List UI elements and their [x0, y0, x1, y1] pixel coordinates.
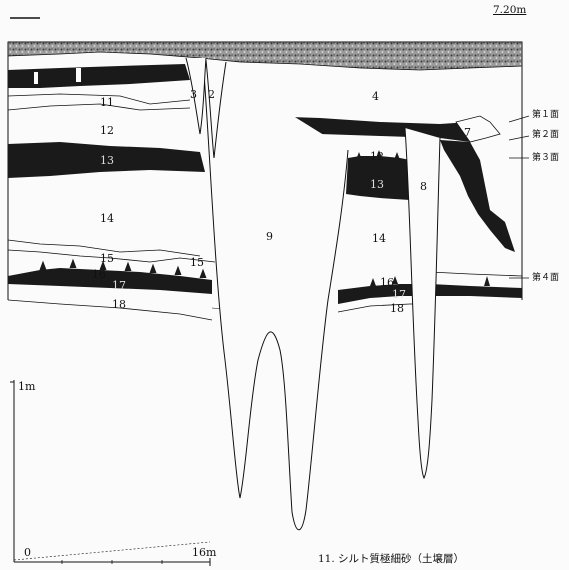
layer-label-11: 11: [100, 96, 114, 109]
layer-label-17-right: 17: [392, 288, 406, 301]
layer-label-18-right: 18: [390, 302, 404, 315]
scale-vertical-label: 1m: [18, 380, 36, 393]
layer-17-left: [8, 268, 212, 294]
layer-label-12-right: 12: [370, 150, 384, 163]
layer-label-18-left: 18: [112, 298, 126, 311]
layer-label-16-left: 16: [92, 268, 106, 281]
surface-1-label: 第１面: [532, 108, 559, 120]
gravel-layer: [7, 41, 523, 71]
layer-13-left: [8, 142, 205, 178]
layer-label-14-right: 14: [372, 232, 386, 245]
surface-4-label: 第４面: [532, 271, 559, 283]
pit-2: [205, 59, 227, 159]
layer-label-8: 8: [420, 180, 427, 193]
legend-entry: 11. シルト質極細砂（土壌層）: [318, 553, 465, 565]
scale-origin-label: 0: [24, 546, 31, 559]
layer-label-12-left: 12: [100, 124, 114, 137]
layer-13-right: [346, 156, 410, 200]
pit-3: [185, 57, 207, 135]
surface-2-label: 第２面: [532, 128, 559, 140]
layer-label-16-right: 16: [380, 276, 394, 289]
scale-horizontal-label: 16m: [192, 546, 217, 559]
pit-9: [202, 59, 349, 531]
elevation-label: 7.20m: [493, 4, 527, 16]
layer-label-7: 7: [464, 126, 471, 139]
layer-label-2: 2: [208, 88, 215, 101]
layer-label-13-left: 13: [100, 154, 114, 167]
layer-label-15-right: 15: [190, 256, 204, 269]
layer-label-13-right: 13: [370, 178, 384, 191]
layer-label-15-left: 15: [100, 252, 114, 265]
layer-label-17-left: 17: [112, 279, 126, 292]
scale-bar: 1m 0 16m: [10, 380, 217, 566]
layer-label-3: 3: [190, 88, 197, 101]
layer-label-4: 4: [372, 90, 379, 103]
surface-3-label: 第３面: [532, 151, 559, 163]
pit-8: [404, 127, 441, 480]
layer-label-9: 9: [266, 230, 273, 243]
dark-band-upper-left: [8, 64, 190, 88]
layer-label-14-left: 14: [100, 212, 114, 225]
